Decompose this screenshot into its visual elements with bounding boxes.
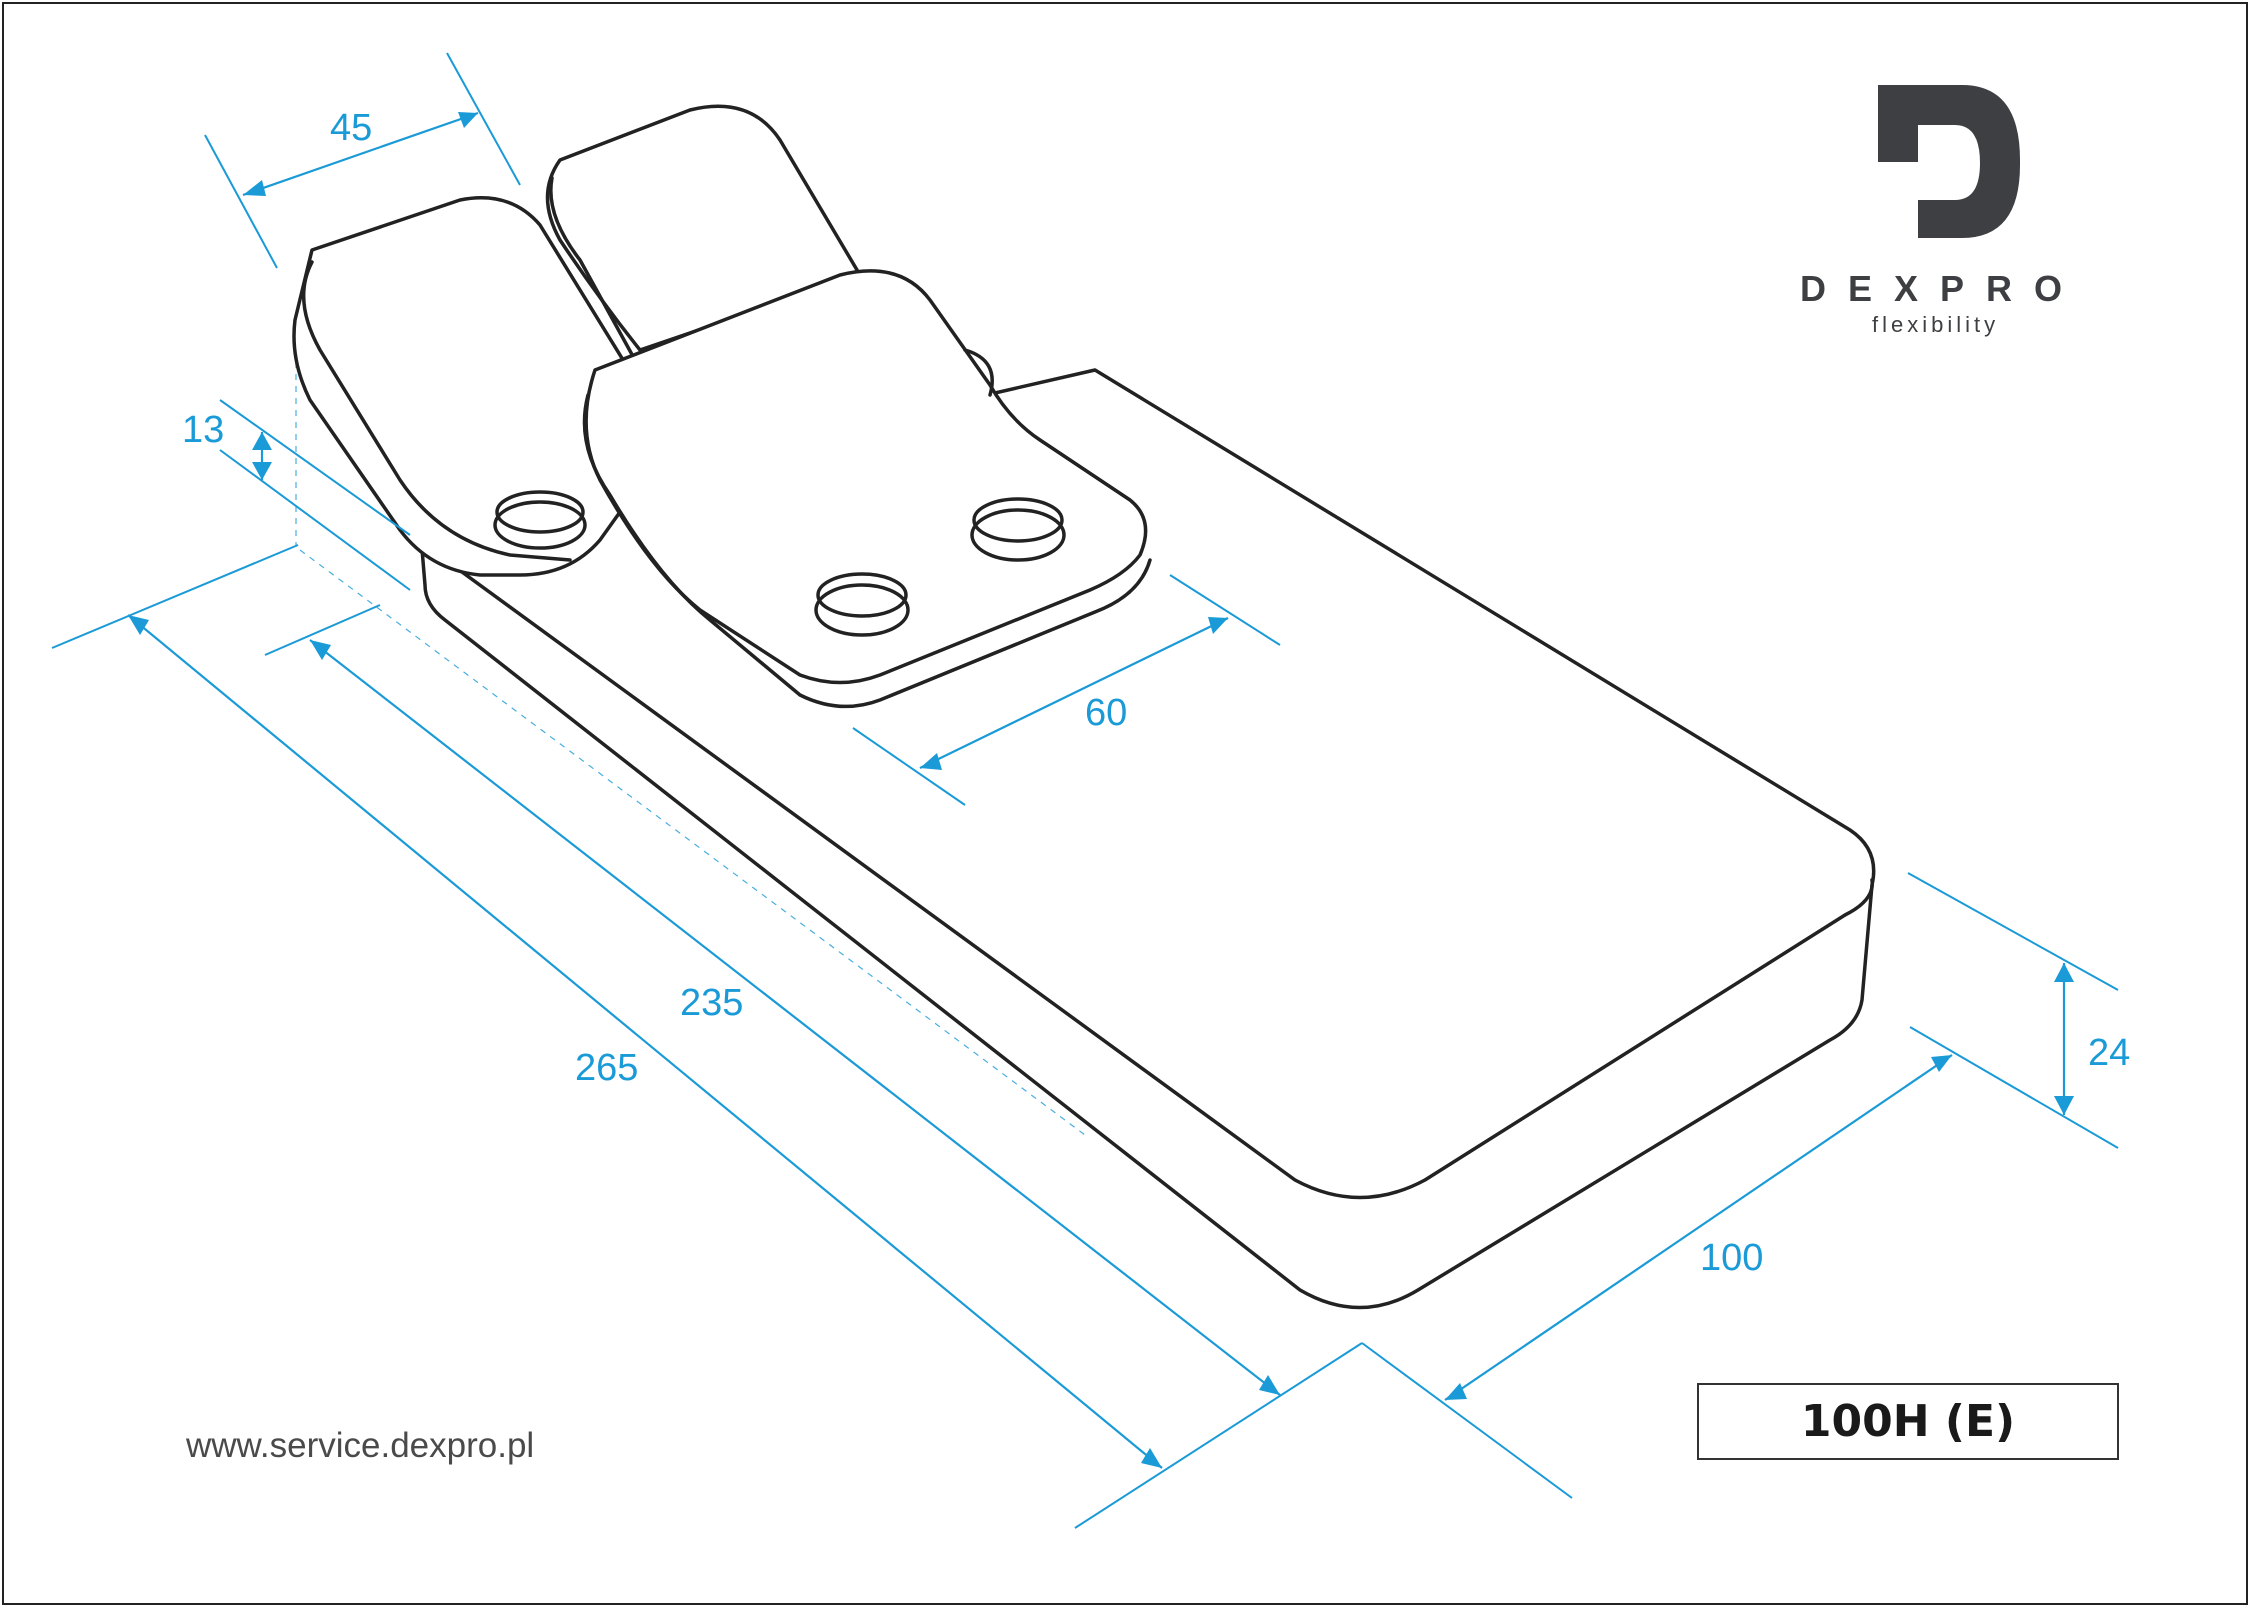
model-label-box: 100H (E): [1697, 1383, 2119, 1460]
dimension-100: 100: [1444, 1026, 2119, 1401]
dim-label-24: 24: [2088, 1032, 2130, 1074]
dim-label-235: 235: [680, 982, 743, 1024]
bolt-head-2: [970, 508, 1066, 562]
dimension-24: 24: [1907, 872, 2130, 1115]
bolt-head-1: [493, 500, 587, 550]
dimension-265: 265: [51, 544, 1573, 1529]
dimension-60: 60: [852, 574, 1281, 806]
back-pad: [292, 196, 666, 577]
dim-label-60: 60: [1085, 692, 1127, 734]
service-url: www.service.dexpro.pl: [186, 1426, 535, 1465]
bolt-head-3: [814, 583, 910, 637]
front-pad: [582, 269, 1152, 709]
dimension-235: 235: [264, 604, 1281, 1396]
dimension-45: 45: [204, 52, 521, 269]
dim-label-13: 13: [182, 409, 224, 451]
dim-label-100: 100: [1700, 1237, 1763, 1279]
dim-label-265: 265: [575, 1047, 638, 1089]
dim-label-45: 45: [330, 107, 372, 149]
dexpro-logo-mark: [1878, 85, 2020, 238]
dimension-13: 13: [182, 399, 411, 591]
brand-tagline: flexibility: [1872, 312, 2000, 337]
brand-name: DEXPRO: [1800, 268, 2085, 309]
model-label: 100H (E): [1800, 1396, 2016, 1447]
rear-pad: [545, 104, 862, 362]
